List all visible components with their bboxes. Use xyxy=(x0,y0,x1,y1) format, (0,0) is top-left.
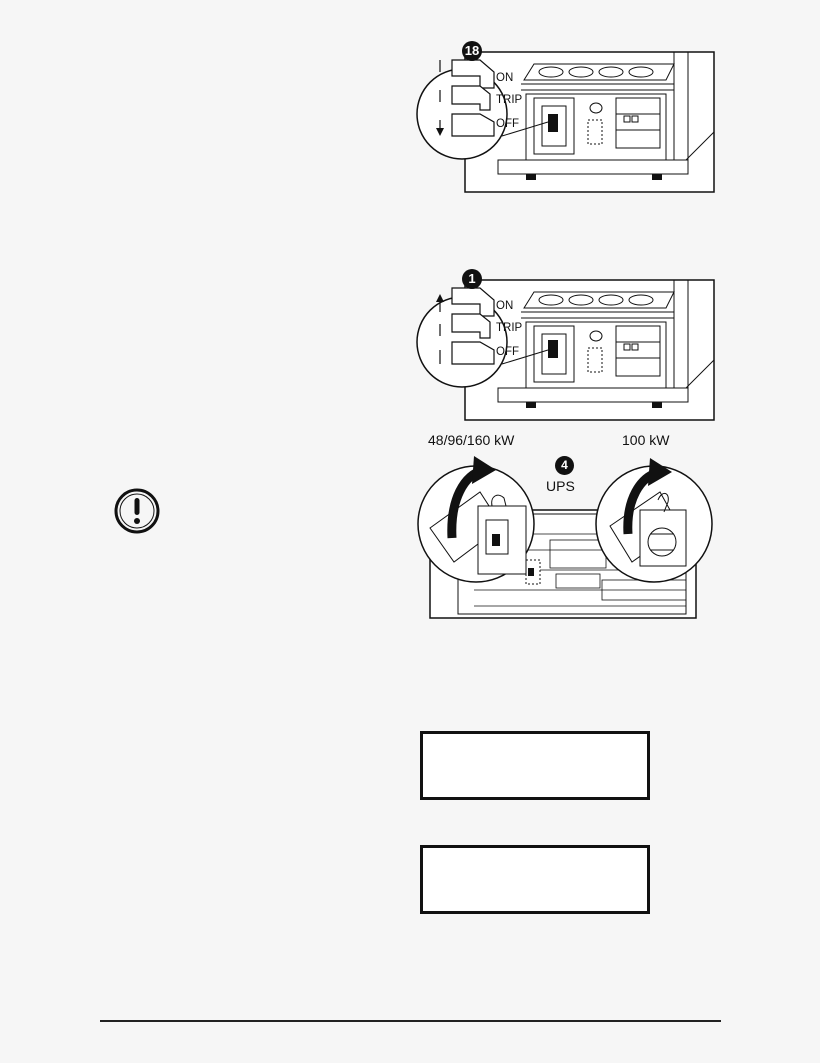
footer-divider xyxy=(100,1020,721,1022)
ups-cabinet-illustration xyxy=(416,279,715,421)
breaker-figure-on: 1 ON TRIP OFF xyxy=(416,268,716,424)
step-badge: 18 xyxy=(462,41,482,61)
ups-breaker-figure: 48/96/160 kW 100 kW 4 UPS xyxy=(414,430,718,622)
step-badge: 4 xyxy=(555,456,574,475)
trip-label: TRIP xyxy=(496,94,523,106)
off-label: OFF xyxy=(496,118,519,130)
caption-48-96-160kw: 48/96/160 kW xyxy=(428,432,515,448)
ups-cabinet-front-illustration xyxy=(417,456,713,619)
breaker-figure-off: 18 ON TRIP OFF xyxy=(416,40,716,196)
on-label: ON xyxy=(496,72,514,84)
caption-100kw: 100 kW xyxy=(622,432,670,448)
trip-label: TRIP xyxy=(496,322,523,334)
on-label: ON xyxy=(496,300,514,312)
step-badge: 1 xyxy=(462,269,482,289)
caption-ups: UPS xyxy=(546,478,575,494)
off-label: OFF xyxy=(496,346,519,358)
exclamation-circle-icon xyxy=(114,488,160,534)
display-panel-1 xyxy=(420,731,650,800)
ups-cabinet-illustration xyxy=(416,51,715,193)
display-panel-2 xyxy=(420,845,650,914)
